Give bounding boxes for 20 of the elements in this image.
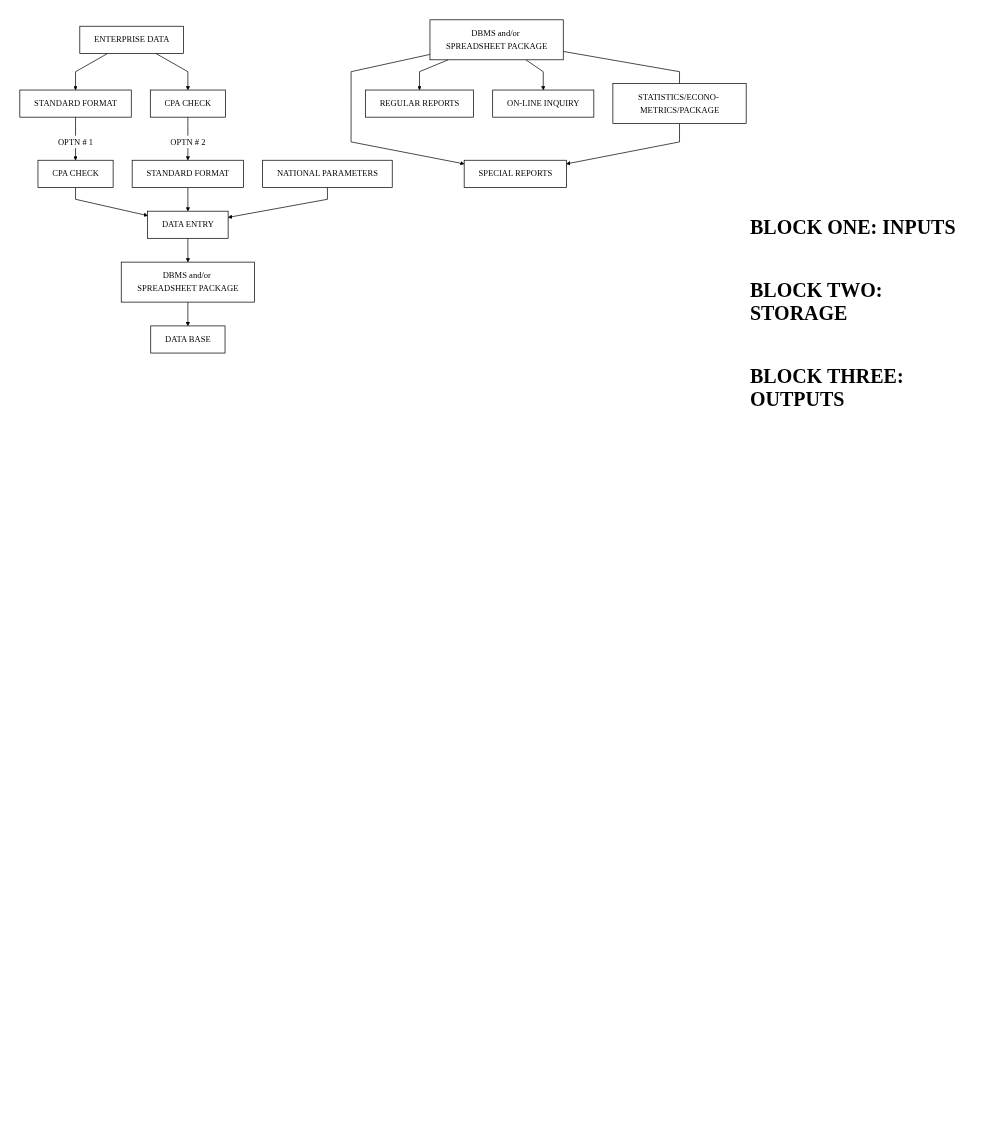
node-box: ENTERPRISE DATA — [79, 25, 184, 54]
block-label: BLOCK THREE: OUTPUTS — [750, 365, 905, 411]
node-box: DBMS and/or SPREADSHEET PACKAGE — [429, 19, 564, 61]
node-box: STATISTICS/ECONO- METRICS/PACKAGE — [612, 83, 747, 124]
node-box: CPA CHECK — [149, 89, 226, 118]
node-box: SPECIAL REPORTS — [463, 159, 567, 188]
connector — [562, 51, 680, 84]
node-box: CPA CHECK — [37, 159, 114, 188]
node-box: REGULAR REPORTS — [365, 89, 474, 118]
node-box: NATIONAL PARAMETERS — [262, 159, 393, 188]
block-label: BLOCK ONE: INPUTS — [750, 216, 957, 239]
node-box: DATA BASE — [150, 325, 226, 354]
edge-label: OPTN # 1 — [57, 136, 94, 147]
node-box: DBMS and/or SPREADSHEET PACKAGE — [120, 261, 255, 303]
block-label: BLOCK TWO: STORAGE — [750, 279, 884, 325]
edge-label: OPTN # 2 — [170, 136, 206, 147]
node-box: DATA ENTRY — [147, 210, 229, 239]
node-box: ON-LINE INQUIRY — [492, 89, 595, 118]
node-box: STANDARD FORMAT — [131, 159, 244, 188]
node-box: STANDARD FORMAT — [19, 89, 132, 118]
